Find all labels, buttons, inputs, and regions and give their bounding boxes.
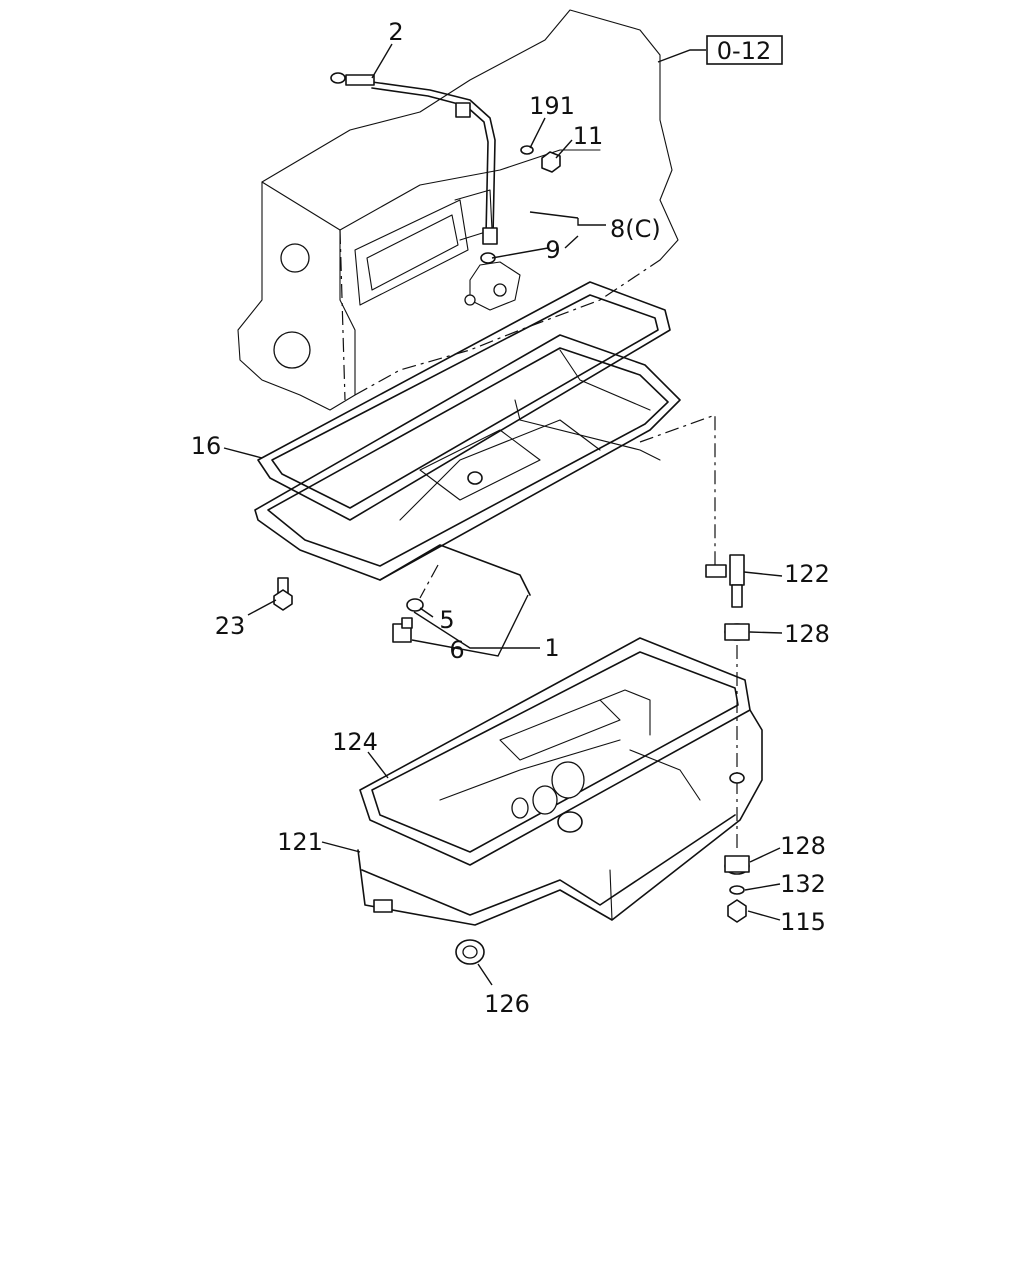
callout-128-lower: 128 bbox=[780, 832, 826, 860]
reference-box-frame bbox=[706, 35, 783, 65]
callout-191: 191 bbox=[529, 92, 575, 120]
callout-6: 6 bbox=[449, 636, 464, 664]
reference-box-label: 0-12 bbox=[717, 37, 771, 65]
lower-oil-pan bbox=[357, 637, 763, 926]
callout-122: 122 bbox=[784, 560, 830, 588]
callout-126: 126 bbox=[484, 990, 530, 1018]
callout-8c: 8(C) bbox=[610, 215, 661, 243]
engine-block bbox=[237, 9, 679, 411]
callout-1: 1 bbox=[544, 634, 559, 662]
dipstick-assembly bbox=[330, 72, 561, 264]
callout-115: 115 bbox=[780, 908, 826, 936]
callout-2: 2 bbox=[388, 18, 403, 46]
callout-128-upper: 128 bbox=[784, 620, 830, 648]
callout-124: 124 bbox=[332, 728, 378, 756]
callout-23: 23 bbox=[215, 612, 246, 640]
callout-121: 121 bbox=[277, 828, 323, 856]
leader-lines bbox=[223, 43, 783, 986]
callout-132: 132 bbox=[780, 870, 826, 898]
callout-9: 9 bbox=[545, 236, 560, 264]
mount-hardware bbox=[455, 414, 750, 965]
callout-11: 11 bbox=[573, 122, 604, 150]
drain-plug-parts bbox=[273, 564, 439, 643]
callout-5: 5 bbox=[439, 606, 454, 634]
upper-oil-pan-gasket bbox=[254, 281, 681, 596]
callout-16: 16 bbox=[191, 432, 222, 460]
